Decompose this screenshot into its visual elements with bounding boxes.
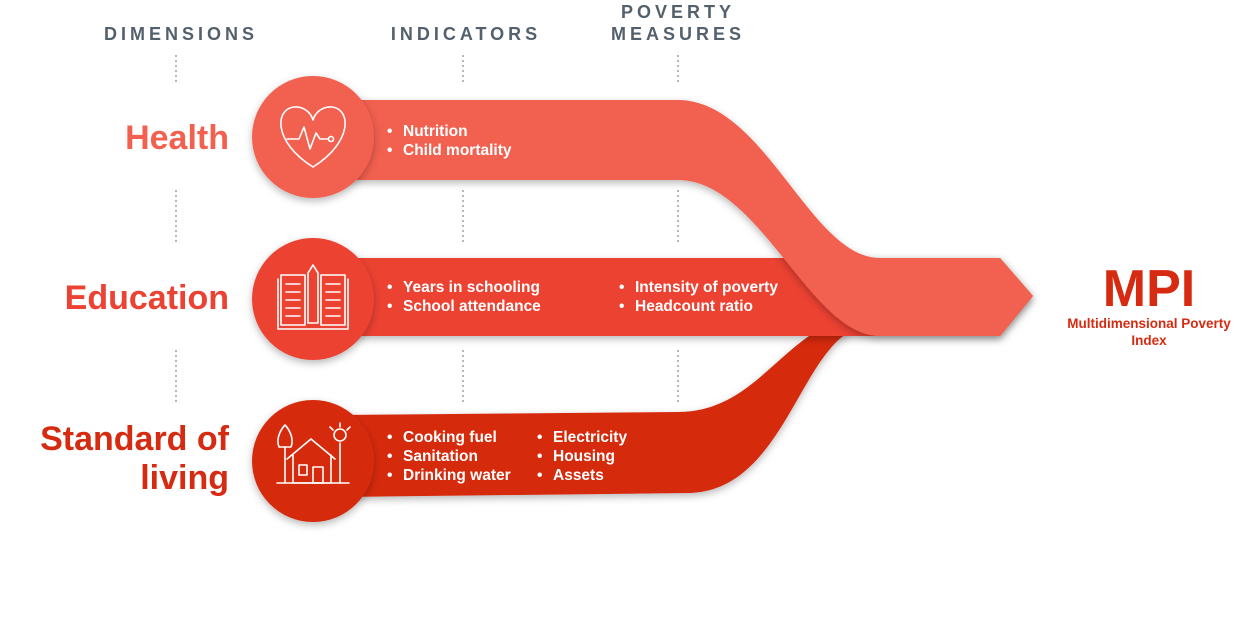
indicator-item: Assets (553, 467, 604, 484)
poverty-measures-heading: POVERTY (621, 2, 735, 22)
svg-text:•: • (537, 429, 542, 446)
standard-of-living-circle (252, 400, 374, 522)
indicator-item: Housing (553, 448, 615, 465)
heart-pulse-icon (280, 106, 346, 168)
svg-text:•: • (619, 298, 624, 315)
indicator-item: Electricity (553, 429, 627, 446)
dimension-label-health: Health (125, 119, 229, 157)
education-circle (252, 238, 374, 360)
mpi-subtitle: Multidimensional Poverty (1067, 316, 1231, 331)
dimension-label-education: Education (65, 279, 229, 317)
svg-text:•: • (537, 448, 542, 465)
svg-text:•: • (387, 467, 392, 484)
poverty-measures: • Intensity of poverty • Headcount ratio (619, 279, 778, 315)
indicators-heading: INDICATORS (391, 24, 541, 44)
mpi-subtitle-line2: Index (1131, 333, 1167, 348)
standard-of-living-indicators: • Cooking fuel • Sanitation • Drinking w… (387, 429, 627, 484)
svg-text:•: • (387, 142, 392, 159)
education-indicators: • Years in schooling • School attendance (387, 279, 541, 315)
svg-text:•: • (537, 467, 542, 484)
column-guides (175, 55, 679, 404)
dimension-label-standard-of-living: Standard of (40, 420, 230, 458)
poverty-measure-item: Headcount ratio (635, 298, 753, 315)
house-icon (276, 422, 351, 484)
svg-text:•: • (387, 429, 392, 446)
health-circle (252, 76, 374, 198)
mpi-title: MPI (1103, 260, 1195, 318)
dimension-label-standard-of-living-line2: living (140, 459, 229, 497)
svg-text:•: • (387, 298, 392, 315)
indicator-item: Cooking fuel (403, 429, 497, 446)
health-flow (340, 100, 1033, 336)
indicator-item: Sanitation (403, 448, 478, 465)
svg-text:•: • (387, 123, 392, 140)
indicator-item: Drinking water (403, 467, 511, 484)
standard-of-living-flow (340, 315, 920, 497)
svg-text:•: • (619, 279, 624, 296)
indicator-item: Child mortality (403, 142, 512, 159)
svg-text:•: • (387, 448, 392, 465)
indicator-item: School attendance (403, 298, 541, 315)
dimensions-heading: DIMENSIONS (104, 24, 258, 44)
svg-text:•: • (387, 279, 392, 296)
indicator-item: Nutrition (403, 123, 468, 140)
poverty-measures-heading-line2: MEASURES (611, 24, 745, 44)
indicator-item: Years in schooling (403, 279, 540, 296)
health-indicators: • Nutrition • Child mortality (387, 123, 512, 159)
open-book-icon (277, 264, 349, 330)
poverty-measure-item: Intensity of poverty (635, 279, 778, 296)
